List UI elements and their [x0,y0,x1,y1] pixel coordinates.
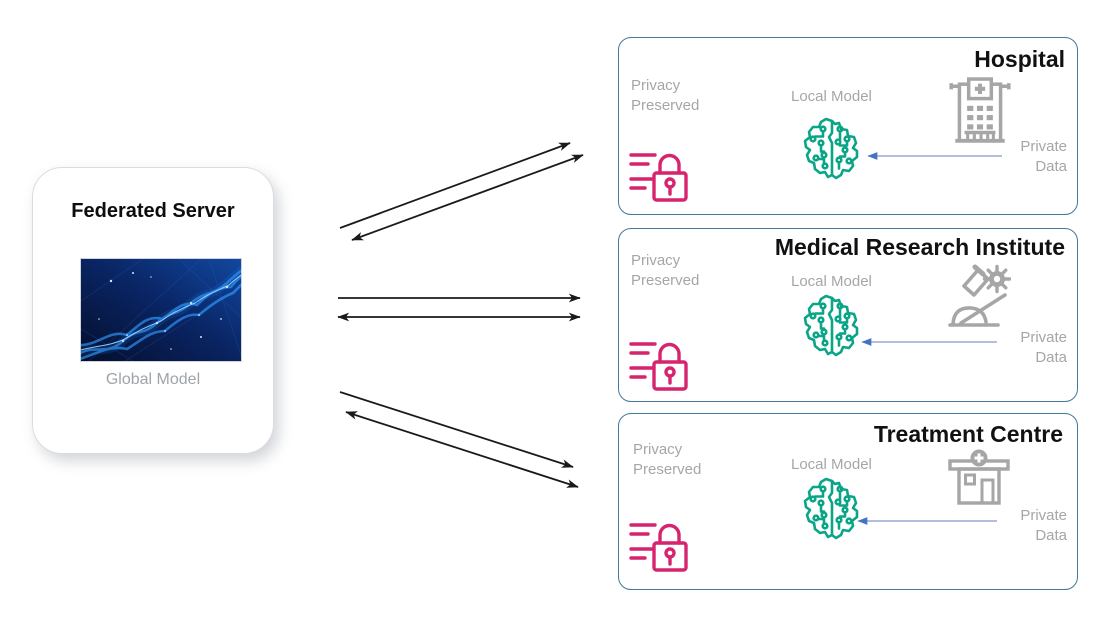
global-model-network-image [80,258,242,362]
client-box-hospital: Hospital Privacy Preserved Local Model P… [618,37,1078,215]
local-model-label: Local Model [791,456,872,473]
microscope-icon [948,264,1011,327]
privacy-preserved-label: Privacy Preserved [631,77,700,114]
local-model-brain-icon [803,294,859,357]
client-box-medical-research-institute: Medical Research Institute Privacy Prese… [618,228,1078,402]
private-data-label: Private Data [1020,329,1067,367]
privacy-preserved-label: Privacy Preserved [631,252,700,289]
client-box-treatment-centre: Treatment Centre Privacy Preserved Local… [618,413,1078,590]
clinic-building-icon [948,449,1010,505]
local-model-brain-icon [803,477,859,540]
server-title: Federated Server [71,200,235,222]
privacy-preserved-label: Privacy Preserved [633,441,702,478]
arrow-server-to-hospital [339,142,571,229]
client-title: Treatment Centre [873,421,1063,447]
hospital-building-icon [949,77,1011,143]
privacy-lock-icon [629,153,688,202]
local-model-label: Local Model [791,88,872,105]
arrow-server-to-treatment [339,391,574,468]
arrow-hospital-to-server [351,154,584,241]
privacy-lock-icon [629,342,688,391]
global-model-label: Global Model [105,371,201,388]
local-model-brain-icon [803,117,859,180]
arrow-treatment-to-server [345,411,579,488]
client-title: Medical Research Institute [774,234,1065,260]
local-model-label: Local Model [791,273,872,290]
client-title: Hospital [974,46,1065,72]
private-data-label: Private Data [1020,507,1067,545]
federated-server-box: Federated Server [32,167,274,454]
private-data-label: Private Data [1020,138,1067,176]
privacy-lock-icon [629,523,688,572]
